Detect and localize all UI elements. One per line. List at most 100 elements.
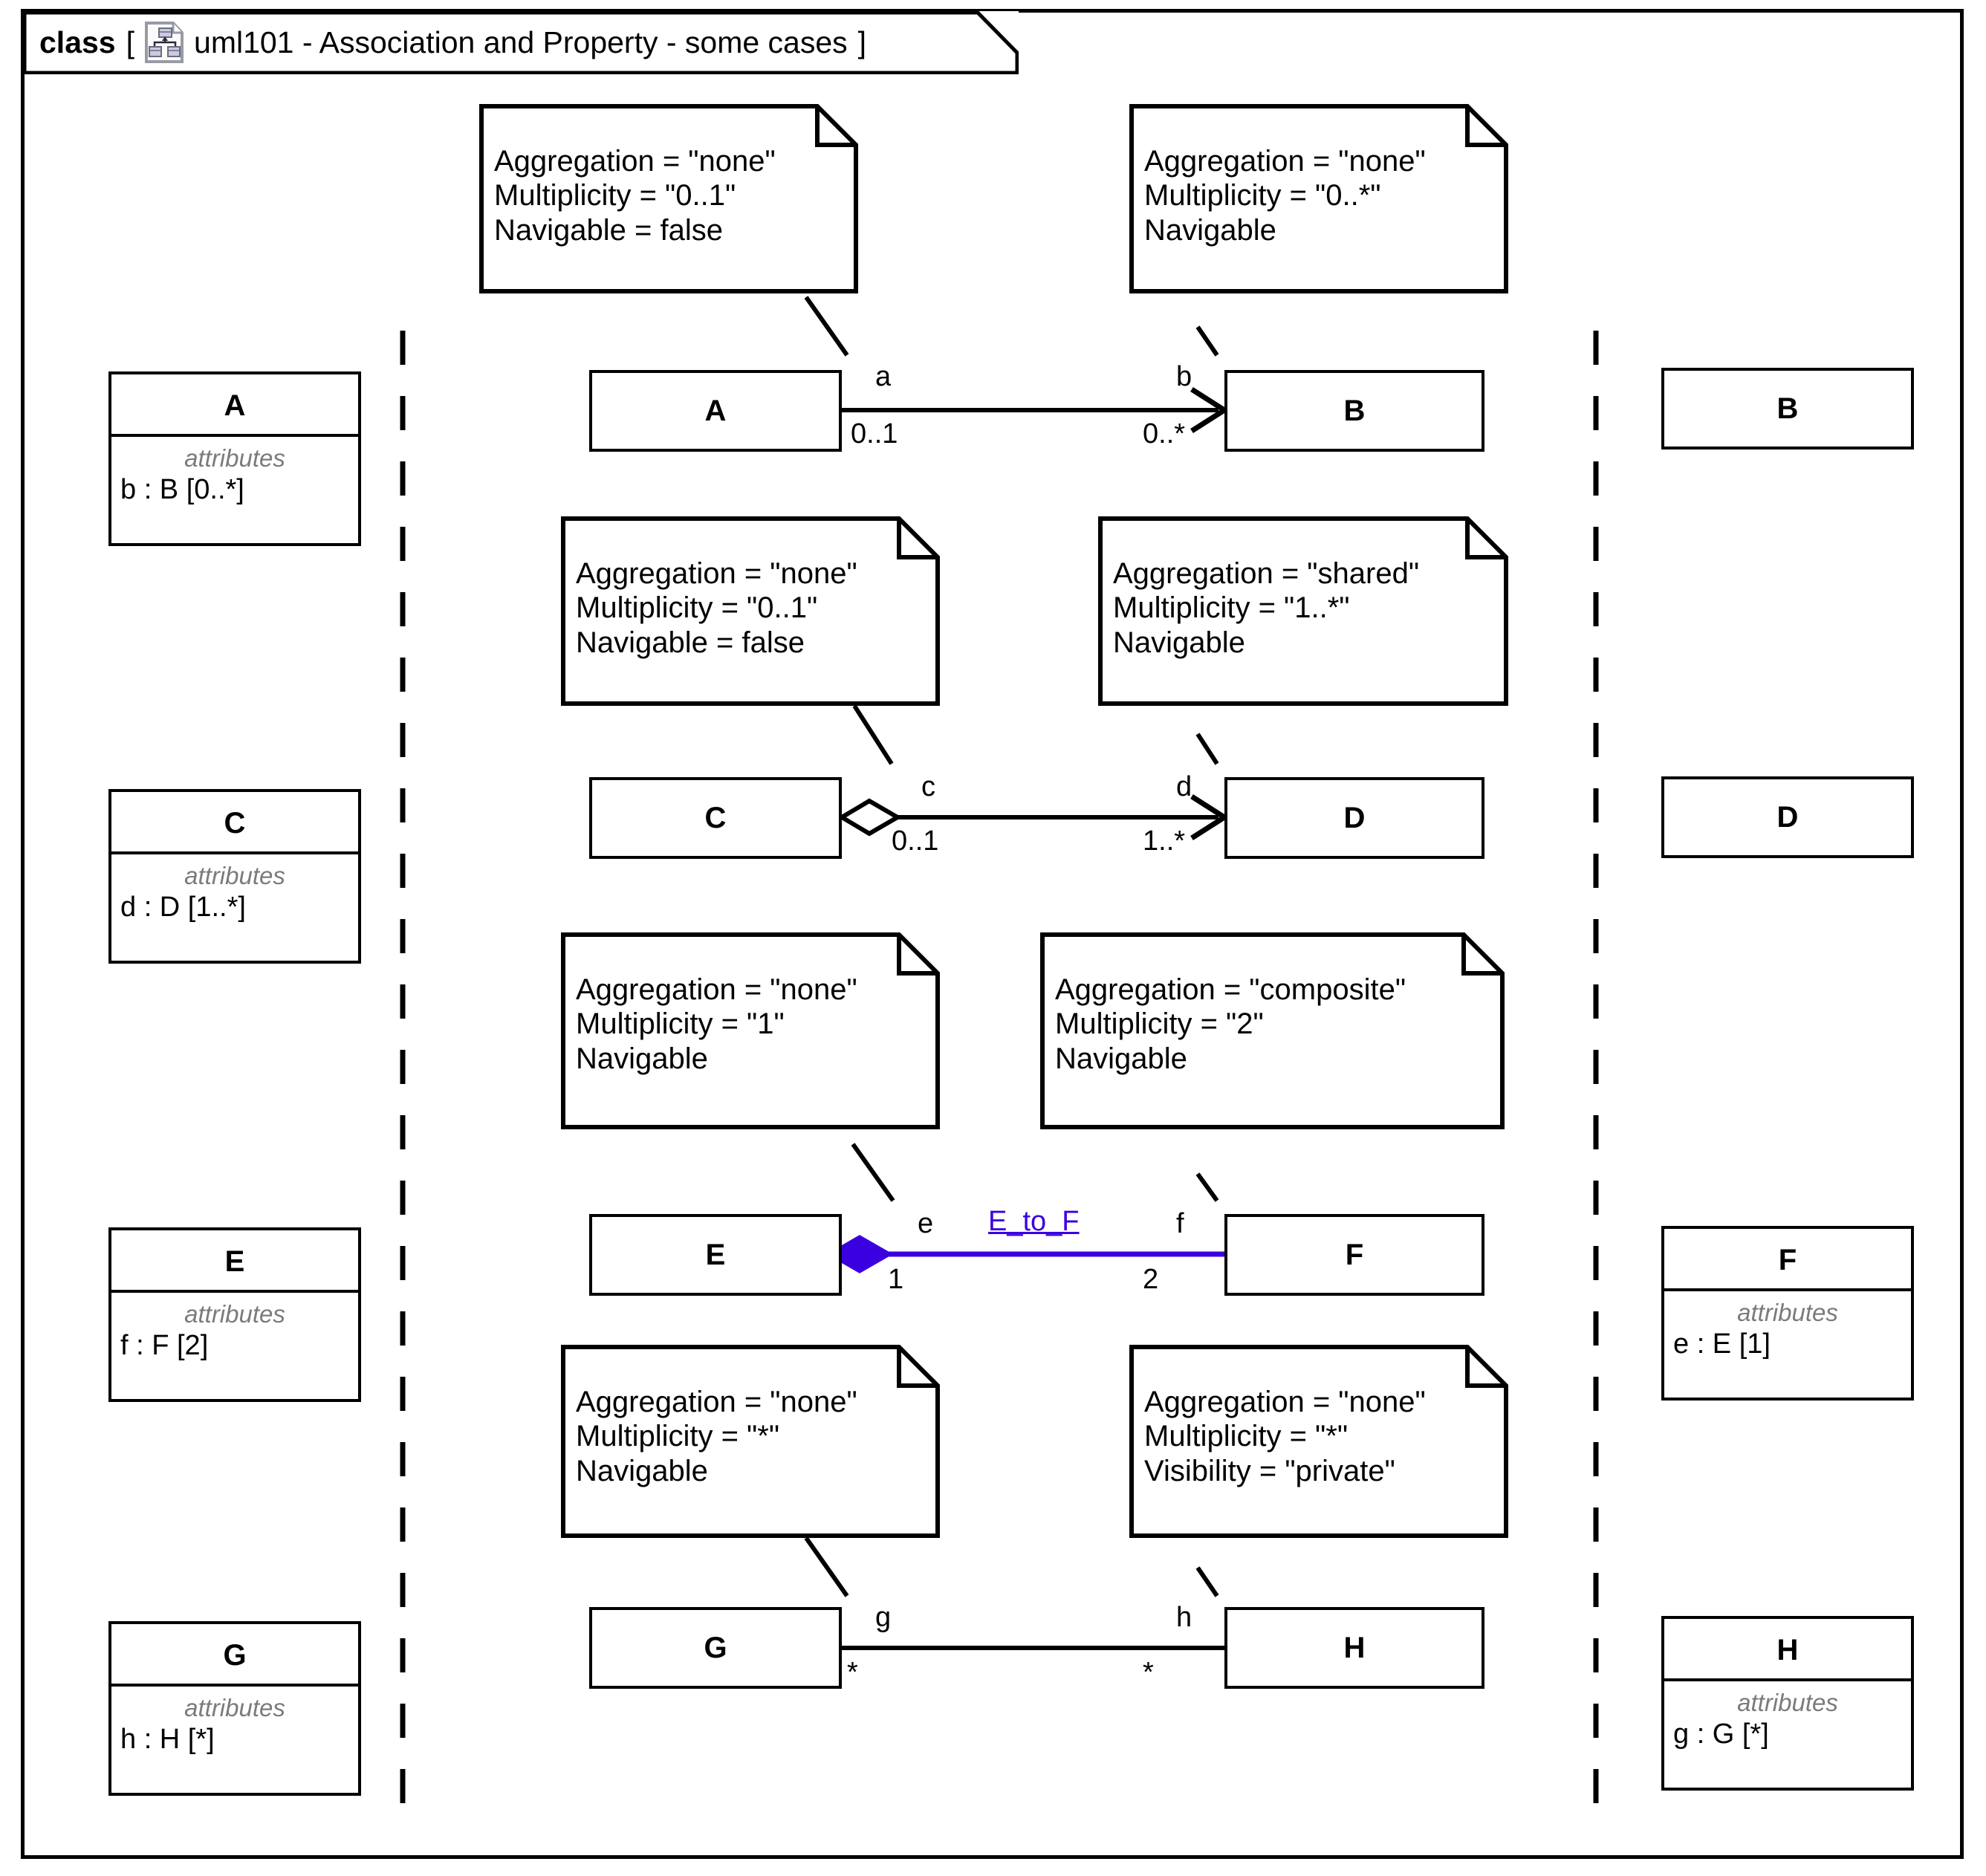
class-box-center-C[interactable]: C <box>589 777 842 859</box>
note-line-1: Aggregation = "shared" <box>1113 557 1420 590</box>
note-line-3: Navigable <box>576 1454 708 1487</box>
attribute-item: f : F [2] <box>120 1329 209 1361</box>
note-row2-target[interactable]: Aggregation = "shared" Multiplicity = "1… <box>1098 516 1508 706</box>
class-name: C <box>111 792 358 854</box>
note-line-1: Aggregation = "none" <box>576 557 857 590</box>
attributes-caption: attributes <box>184 1694 285 1721</box>
class-name: G <box>111 1624 358 1687</box>
note-line-1: Aggregation = "none" <box>576 1386 857 1418</box>
note-body: Aggregation = "none" Multiplicity = "*" … <box>576 1385 857 1488</box>
class-box-right-F[interactable]: F attributes e : E [1] <box>1661 1226 1914 1400</box>
class-name: H <box>1343 1632 1366 1664</box>
role-label-h: h <box>1176 1602 1192 1633</box>
note-body: Aggregation = "none" Multiplicity = "*" … <box>1144 1385 1426 1488</box>
class-box-right-D[interactable]: D <box>1661 776 1914 858</box>
class-name: H <box>1664 1619 1911 1681</box>
note-line-2: Multiplicity = "0..1" <box>494 179 736 212</box>
multiplicity-label-a: 0..1 <box>851 418 898 449</box>
note-line-2: Multiplicity = "0..*" <box>1144 179 1381 212</box>
role-label-f: f <box>1176 1208 1184 1239</box>
note-body: Aggregation = "none" Multiplicity = "0..… <box>576 556 857 660</box>
attributes-compartment: attributes g : G [*] <box>1664 1681 1911 1752</box>
association-name-e-to-f: E_to_F <box>988 1206 1080 1237</box>
note-line-1: Aggregation = "none" <box>1144 1386 1426 1418</box>
class-name: A <box>704 395 727 427</box>
class-diagram-icon <box>145 22 184 63</box>
attribute-item: d : D [1..*] <box>120 891 246 923</box>
multiplicity-label-b: 0..* <box>1143 418 1186 449</box>
attributes-compartment: attributes e : E [1] <box>1664 1291 1911 1362</box>
note-line-3: Navigable = false <box>576 626 805 659</box>
note-body: Aggregation = "shared" Multiplicity = "1… <box>1113 556 1419 660</box>
class-box-center-B[interactable]: B <box>1224 370 1484 452</box>
note-line-1: Aggregation = "none" <box>1144 145 1426 178</box>
class-box-center-H[interactable]: H <box>1224 1607 1484 1689</box>
note-row4-target[interactable]: Aggregation = "none" Multiplicity = "*" … <box>1129 1345 1508 1538</box>
note-row4-source[interactable]: Aggregation = "none" Multiplicity = "*" … <box>561 1345 940 1538</box>
multiplicity-label-h: * <box>1143 1657 1154 1688</box>
note-line-2: Multiplicity = "1" <box>576 1007 785 1041</box>
note-line-3: Navigable <box>1144 213 1276 247</box>
class-name: F <box>1664 1229 1911 1291</box>
class-box-left-A[interactable]: A attributes b : B [0..*] <box>108 371 361 546</box>
frame-tab-shape <box>23 11 1019 74</box>
note-row1-source[interactable]: Aggregation = "none" Multiplicity = "0..… <box>479 104 858 293</box>
multiplicity-label-c: 0..1 <box>892 825 939 857</box>
note-line-3: Navigable <box>1055 1042 1187 1075</box>
note-row3-source[interactable]: Aggregation = "none" Multiplicity = "1" … <box>561 932 940 1129</box>
multiplicity-label-g: * <box>847 1657 858 1688</box>
attributes-compartment: attributes b : B [0..*] <box>111 437 358 507</box>
note-line-3: Navigable <box>576 1042 708 1075</box>
frame-close-bracket: ] <box>857 25 867 59</box>
role-label-b: b <box>1176 361 1192 392</box>
frame-open-bracket: [ <box>126 25 135 59</box>
class-name: B <box>1343 395 1366 427</box>
note-line-1: Aggregation = "none" <box>576 973 857 1006</box>
note-row1-target[interactable]: Aggregation = "none" Multiplicity = "0..… <box>1129 104 1508 293</box>
attributes-caption: attributes <box>1737 1689 1838 1716</box>
class-name: D <box>1343 802 1366 834</box>
class-box-center-G[interactable]: G <box>589 1607 842 1689</box>
class-box-left-C[interactable]: C attributes d : D [1..*] <box>108 789 361 964</box>
note-line-2: Multiplicity = "2" <box>1055 1007 1264 1041</box>
class-box-left-E[interactable]: E attributes f : F [2] <box>108 1227 361 1402</box>
class-box-center-D[interactable]: D <box>1224 777 1484 859</box>
class-name: C <box>704 802 727 834</box>
class-box-center-E[interactable]: E <box>589 1214 842 1296</box>
attributes-caption: attributes <box>1737 1299 1838 1326</box>
attributes-compartment: attributes f : F [2] <box>111 1293 358 1363</box>
note-body: Aggregation = "none" Multiplicity = "1" … <box>576 973 857 1076</box>
class-name: A <box>111 374 358 437</box>
class-name: G <box>704 1632 727 1664</box>
note-line-2: Multiplicity = "1..*" <box>1113 591 1350 625</box>
class-box-center-A[interactable]: A <box>589 370 842 452</box>
class-box-right-H[interactable]: H attributes g : G [*] <box>1661 1616 1914 1791</box>
frame-title: uml101 - Association and Property - some… <box>194 25 848 59</box>
attributes-caption: attributes <box>184 444 285 472</box>
class-name: E <box>705 1239 726 1271</box>
class-box-right-B[interactable]: B <box>1661 368 1914 449</box>
class-name: B <box>1776 392 1799 425</box>
note-row2-source[interactable]: Aggregation = "none" Multiplicity = "0..… <box>561 516 940 706</box>
role-label-c: c <box>921 771 935 802</box>
note-line-1: Aggregation = "composite" <box>1055 973 1406 1006</box>
role-label-a: a <box>875 361 892 392</box>
attribute-item: e : E [1] <box>1673 1328 1771 1360</box>
attribute-item: b : B [0..*] <box>120 473 244 505</box>
frame-kind-label: class <box>39 25 116 59</box>
attributes-compartment: attributes d : D [1..*] <box>111 854 358 925</box>
role-label-d: d <box>1176 771 1192 802</box>
note-line-3: Visibility = "private" <box>1144 1454 1395 1487</box>
class-box-center-F[interactable]: F <box>1224 1214 1484 1296</box>
frame-header-tab: class [ uml101 - Association and Pr <box>23 11 1019 74</box>
note-row3-target[interactable]: Aggregation = "composite" Multiplicity =… <box>1040 932 1505 1129</box>
note-line-1: Aggregation = "none" <box>494 145 776 178</box>
attribute-item: h : H [*] <box>120 1723 215 1755</box>
class-box-left-G[interactable]: G attributes h : H [*] <box>108 1621 361 1796</box>
attributes-caption: attributes <box>184 862 285 889</box>
class-name: F <box>1345 1239 1364 1271</box>
note-line-3: Navigable = false <box>494 213 723 247</box>
note-body: Aggregation = "none" Multiplicity = "0..… <box>1144 144 1426 247</box>
note-line-2: Multiplicity = "*" <box>576 1420 780 1453</box>
